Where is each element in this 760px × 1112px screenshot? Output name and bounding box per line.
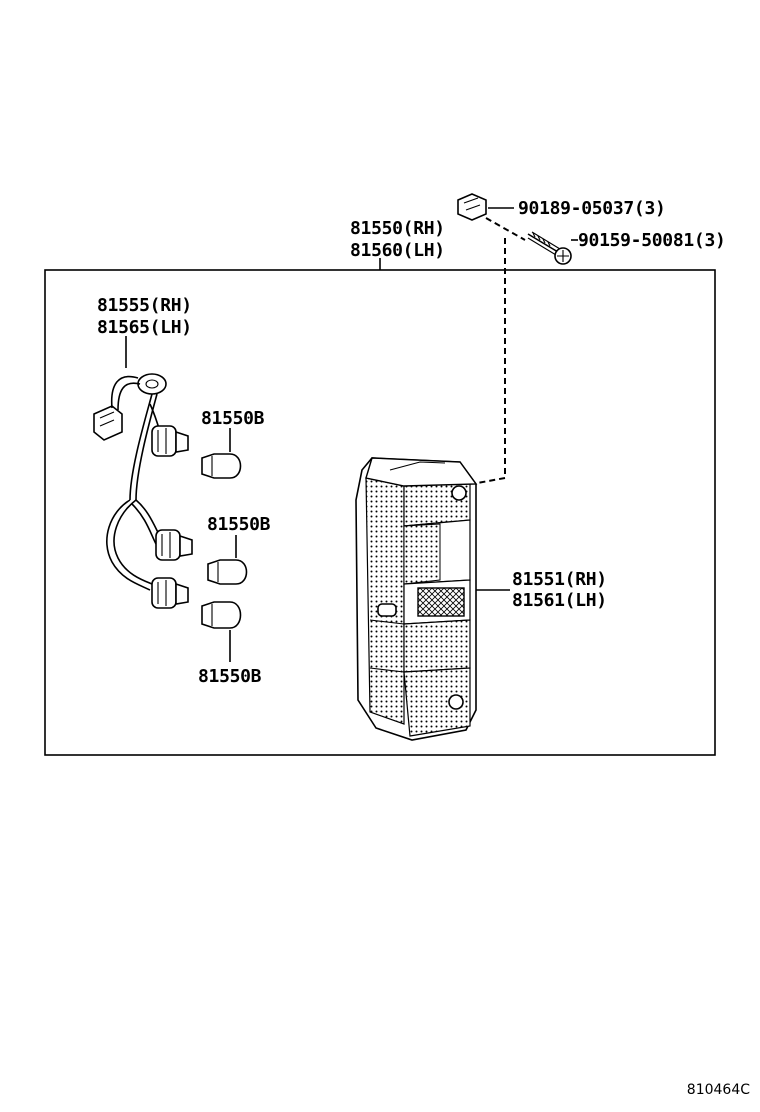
callout-assembly-lh: 81560(LH) <box>350 240 445 261</box>
bulb-socket <box>151 425 189 457</box>
socket-wire-harness <box>93 336 193 609</box>
bulb <box>201 428 242 479</box>
bulb <box>207 535 248 585</box>
bulb <box>201 601 242 662</box>
bulb-socket <box>151 577 189 609</box>
callout-clip: 90189-05037(3) <box>518 198 666 219</box>
mount-dashed-line <box>471 217 526 485</box>
callout-lens-rh: 81551(RH) <box>512 569 607 590</box>
callout-lens-lh: 81561(LH) <box>512 590 607 611</box>
callout-bulb-3: 81550B <box>198 666 262 687</box>
tail-lamp-lens <box>355 457 510 741</box>
callout-bulb-1: 81550B <box>201 408 265 429</box>
callout-bulb-2: 81550B <box>207 514 271 535</box>
diagram-code: 810464C <box>687 1082 750 1098</box>
callout-assembly-rh: 81550(RH) <box>350 218 445 239</box>
callout-screw: 90159-50081(3) <box>578 230 726 251</box>
clip-part <box>457 193 514 221</box>
callout-socket-lh: 81565(LH) <box>97 317 192 338</box>
screw-part <box>527 231 578 265</box>
callout-socket-rh: 81555(RH) <box>97 295 192 316</box>
bulb-socket <box>155 529 193 561</box>
